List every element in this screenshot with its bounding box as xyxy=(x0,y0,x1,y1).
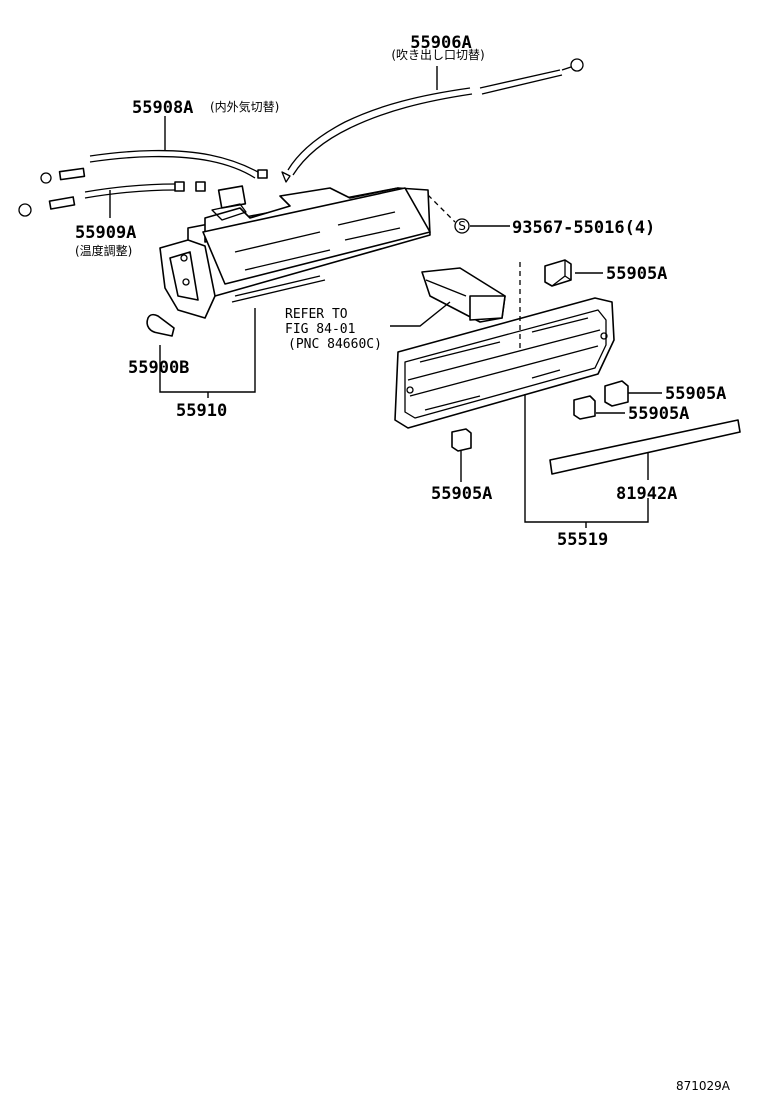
knob-55905A-right1 xyxy=(604,380,629,407)
cable-55906A xyxy=(281,58,584,183)
footer-code: 871029A xyxy=(676,1079,731,1093)
label-55905A-right2: 55905A xyxy=(628,404,689,424)
note-55906A: (吹き出し口切替) xyxy=(391,48,484,62)
knob-55905A-top xyxy=(544,259,572,287)
cable-55909A xyxy=(18,181,206,217)
ref-line1: REFER TO xyxy=(285,307,348,322)
knob-55905A-right2 xyxy=(573,395,596,420)
label-55900B: 55900B xyxy=(128,358,189,378)
label-55519: 55519 xyxy=(557,530,608,550)
ref-line2: FIG 84-01 xyxy=(285,322,355,337)
screw-symbol-label: S xyxy=(458,219,466,233)
label-55906A: 55906A xyxy=(410,33,471,53)
label-55908A: 55908A xyxy=(132,98,193,118)
label-93567: 93567-55016(4) xyxy=(512,218,655,238)
ornament-81942A xyxy=(549,419,741,475)
label-55905A-top: 55905A xyxy=(606,264,667,284)
heater-control-assembly xyxy=(159,185,431,319)
bulb-55900B xyxy=(146,313,175,337)
note-55908A: (内外気切替) xyxy=(210,99,279,114)
leader-lines xyxy=(109,66,662,528)
cable-55908A xyxy=(40,149,268,184)
knob-ref-84660C xyxy=(421,267,506,323)
label-55909A: 55909A xyxy=(75,223,136,243)
label-81942A: 81942A xyxy=(616,484,677,504)
knob-55905A-bottom xyxy=(451,428,472,452)
faceplate-55519 xyxy=(394,297,615,429)
label-55905A-right1: 55905A xyxy=(665,384,726,404)
screw-symbol-icon xyxy=(454,218,470,234)
ref-line3: (PNC 84660C) xyxy=(288,337,382,352)
note-55909A: (温度調整) xyxy=(75,243,132,258)
label-55905A-bottom: 55905A xyxy=(431,484,492,504)
label-55910: 55910 xyxy=(176,401,227,421)
